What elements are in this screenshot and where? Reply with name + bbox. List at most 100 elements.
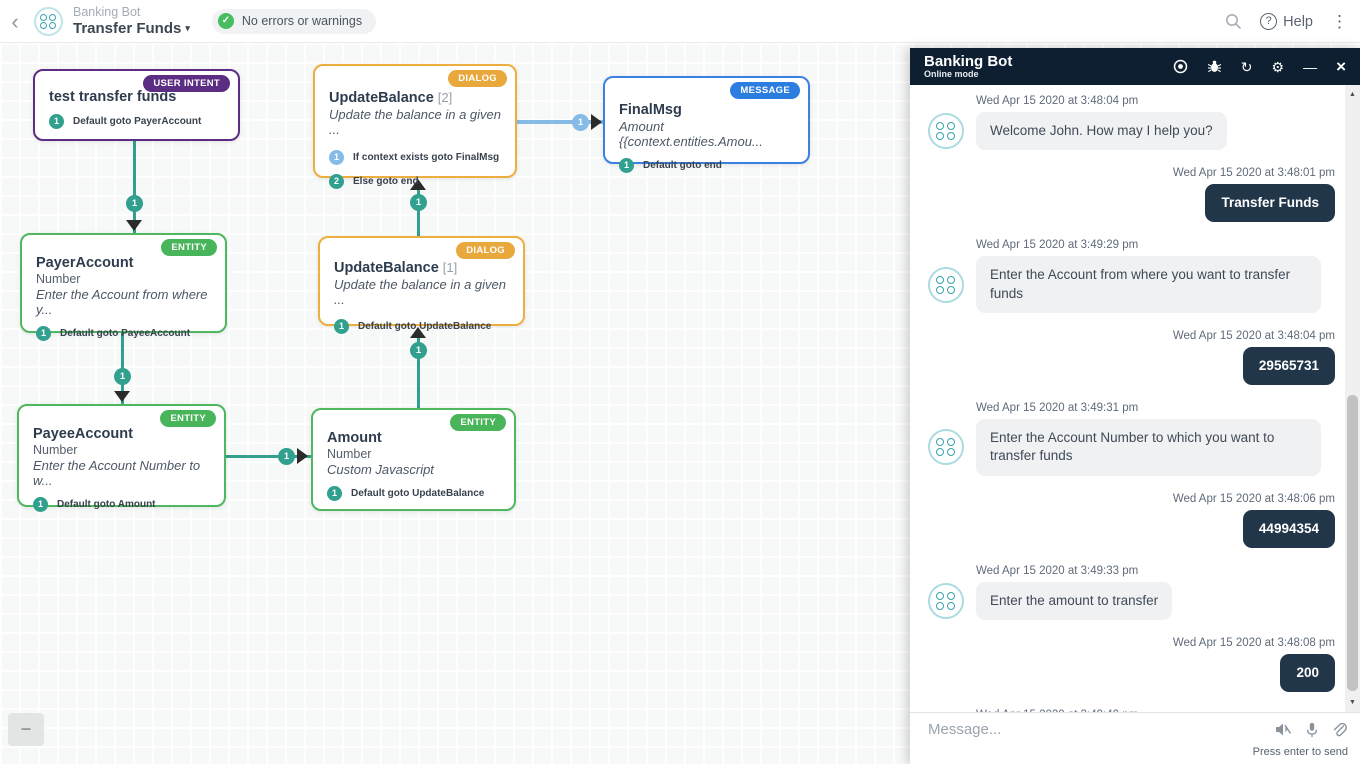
node-description: Enter the Account Number to w...: [33, 458, 201, 488]
connector-count[interactable]: 1: [278, 448, 295, 465]
bot-avatar-icon: [928, 582, 964, 619]
chat-message-user: Wed Apr 15 2020 at 3:48:08 pm 200: [928, 637, 1335, 693]
node-title: PayeeAccount: [33, 426, 133, 442]
node-title: test transfer funds: [49, 89, 177, 105]
message-timestamp: Wed Apr 15 2020 at 3:48:06 pm: [1172, 492, 1335, 505]
back-icon[interactable]: ‹: [11, 8, 19, 34]
settings-gear-icon[interactable]: ⚙: [1271, 58, 1285, 75]
reset-icon[interactable]: ↻: [1240, 58, 1253, 75]
node-entity-payeeaccount[interactable]: ENTITY PayeeAccount Number Enter the Acc…: [17, 404, 226, 512]
kebab-menu-icon[interactable]: ⋮: [1331, 11, 1348, 31]
top-bar-actions: ? Help ⋮: [1225, 0, 1348, 43]
arrowhead-right-icon: [591, 114, 602, 130]
chat-message-bot: Wed Apr 15 2020 at 3:49:29 pm Enter the …: [928, 239, 1335, 313]
message-timestamp: Wed Apr 15 2020 at 3:48:04 pm: [976, 95, 1139, 107]
status-badge: ✓ No errors or warnings: [211, 8, 377, 34]
node-dialog-updatebalance-1[interactable]: DIALOG UpdateBalance [1] Update the bala…: [318, 236, 525, 334]
node-dialog-updatebalance-2[interactable]: DIALOG UpdateBalance [2] Update the bala…: [313, 64, 517, 189]
message-bubble: Enter the amount to transfer: [976, 581, 1173, 620]
top-bar: ‹ Banking Bot Transfer Funds▾ ✓ No error…: [0, 0, 1360, 43]
transition-row[interactable]: 1 Default goto PayeeAccount: [36, 326, 211, 341]
chat-header: Banking Bot Online mode ↻ ⚙ — ×: [910, 48, 1360, 85]
transition-row[interactable]: 1 If context exists goto FinalMsg: [329, 150, 501, 165]
connector-count[interactable]: 1: [114, 368, 131, 385]
debug-icon[interactable]: [1207, 59, 1222, 74]
node-subtitle: Number: [33, 443, 78, 457]
record-icon[interactable]: [1173, 59, 1188, 74]
chat-scrollbar[interactable]: ▲ ▼: [1345, 85, 1360, 712]
close-icon[interactable]: ×: [1336, 57, 1346, 76]
transition-label: Default goto Amount: [57, 499, 156, 510]
transition-row[interactable]: 1 Default goto Amount: [33, 497, 210, 512]
message-timestamp: Wed Apr 15 2020 at 3:49:33 pm: [976, 564, 1139, 577]
node-description: Amount {{context.entities.Amou...: [619, 119, 763, 149]
connector-count[interactable]: 1: [572, 114, 589, 131]
transition-label: Default goto PayeeAccount: [60, 328, 191, 339]
chat-test-panel: Banking Bot Online mode ↻ ⚙ — × Wed Apr …: [910, 48, 1360, 764]
bot-avatar-icon: [928, 266, 964, 303]
node-type-badge: MESSAGE: [730, 82, 800, 99]
transition-label: Default goto end: [643, 160, 722, 171]
help-button[interactable]: ? Help: [1260, 13, 1313, 30]
chat-message-bot: Wed Apr 15 2020 at 3:48:04 pm Welcome Jo…: [928, 95, 1335, 151]
transition-row[interactable]: 1 Default goto PayerAccount: [49, 114, 224, 129]
message-input[interactable]: [928, 721, 1275, 738]
node-user-intent[interactable]: USER INTENT test transfer funds 1 Defaul…: [33, 69, 240, 141]
connector-count[interactable]: 1: [410, 342, 427, 359]
scroll-down-icon[interactable]: ▼: [1349, 699, 1356, 706]
microphone-icon[interactable]: [1306, 722, 1318, 738]
bot-avatar-icon: [928, 113, 964, 150]
transition-label: Default goto UpdateBalance: [358, 321, 492, 332]
send-hint-label: Press enter to send: [1252, 746, 1348, 758]
transition-number: 1: [329, 150, 344, 165]
message-timestamp: Wed Apr 15 2020 at 3:48:04 pm: [1172, 329, 1335, 342]
node-entity-payeraccount[interactable]: ENTITY PayerAccount Number Enter the Acc…: [20, 233, 227, 341]
chat-message-list: Wed Apr 15 2020 at 3:48:04 pm Welcome Jo…: [910, 85, 1360, 712]
connector-count[interactable]: 1: [410, 194, 427, 211]
chat-message-user: Wed Apr 15 2020 at 3:48:04 pm 29565731: [928, 329, 1335, 386]
search-icon[interactable]: [1225, 13, 1242, 30]
arrowhead-up-icon: [410, 327, 426, 338]
connector-line: [417, 189, 420, 236]
title-block: Banking Bot Transfer Funds▾: [73, 5, 190, 37]
message-timestamp: Wed Apr 15 2020 at 3:49:40 pm: [976, 709, 1335, 712]
node-title: UpdateBalance [1]: [334, 260, 458, 276]
node-entity-amount[interactable]: ENTITY Amount Number Custom Javascript 1…: [311, 408, 516, 511]
connector-count[interactable]: 1: [126, 195, 143, 212]
node-type-badge: ENTITY: [160, 410, 216, 427]
scrollbar-thumb[interactable]: [1347, 395, 1358, 691]
chevron-down-icon: ▾: [185, 22, 190, 33]
speaker-muted-icon[interactable]: [1275, 722, 1292, 737]
minimize-icon[interactable]: —: [1303, 58, 1318, 75]
message-bubble: Welcome John. How may I help you?: [976, 112, 1227, 151]
arrowhead-down-icon: [126, 220, 142, 231]
transition-row[interactable]: 1 Default goto end: [619, 158, 794, 173]
chat-mode-label: Online mode: [924, 68, 979, 79]
arrowhead-down-icon: [114, 391, 130, 402]
node-type-badge: ENTITY: [450, 414, 506, 431]
transition-label: If context exists goto FinalMsg: [353, 152, 500, 163]
flow-name-dropdown[interactable]: Transfer Funds▾: [73, 19, 190, 37]
message-timestamp: Wed Apr 15 2020 at 3:49:29 pm: [976, 239, 1139, 252]
scroll-up-icon[interactable]: ▲: [1349, 91, 1356, 98]
transition-row[interactable]: 1 Default goto UpdateBalance: [327, 486, 500, 501]
node-title: PayerAccount: [36, 255, 134, 271]
node-message-finalmsg[interactable]: MESSAGE FinalMsg Amount {{context.entiti…: [603, 76, 810, 173]
transition-row[interactable]: 2 Else goto end: [329, 174, 501, 189]
transition-number: 1: [49, 114, 64, 129]
zoom-out-button[interactable]: –: [8, 713, 44, 746]
node-description: Enter the Account from where y...: [36, 287, 208, 317]
transition-number: 1: [334, 319, 349, 334]
question-icon: ?: [1260, 13, 1278, 30]
connector-line: [133, 141, 136, 233]
node-description: Update the balance in a given ...: [334, 277, 507, 307]
attachment-icon[interactable]: [1332, 722, 1348, 738]
transition-number: 1: [36, 326, 51, 341]
message-bubble: 29565731: [1242, 346, 1335, 386]
arrowhead-right-icon: [297, 448, 308, 464]
transition-label: Else goto end: [353, 176, 419, 187]
node-title: Amount: [327, 430, 382, 446]
node-title: UpdateBalance [2]: [329, 90, 453, 106]
transition-row[interactable]: 1 Default goto UpdateBalance: [334, 319, 509, 334]
